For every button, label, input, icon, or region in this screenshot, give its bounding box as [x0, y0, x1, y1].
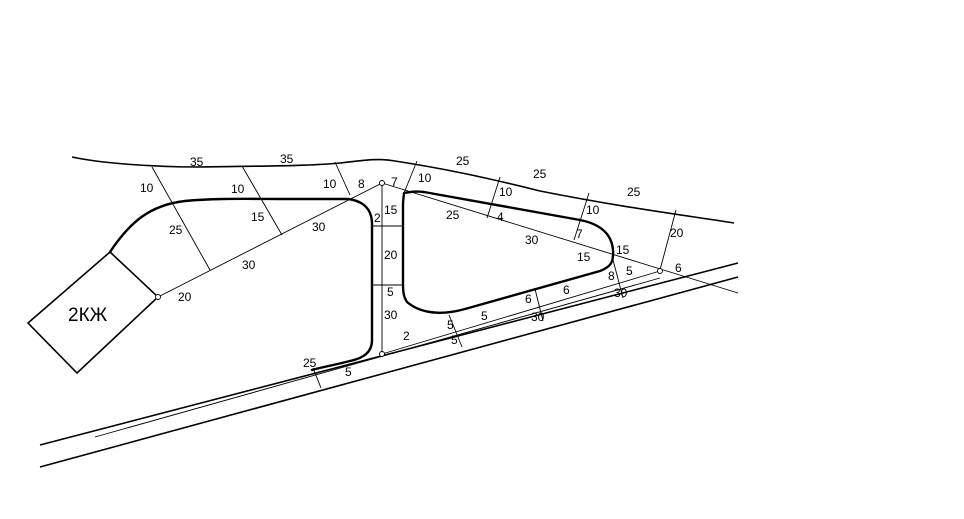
survey-points [155, 180, 663, 357]
dimension-label: 15 [251, 210, 265, 224]
dimension-label: 25 [456, 154, 470, 168]
dimension-label: 5 [481, 309, 488, 323]
dimension-label: 10 [418, 171, 432, 185]
road-centerline [94, 277, 661, 438]
dimension-label: 2 [403, 329, 410, 343]
top-boundary-line [71, 156, 735, 224]
dimension-label: 30 [531, 310, 545, 324]
dimension-label: 25 [303, 356, 317, 370]
dimension-label: 10 [586, 203, 600, 217]
dimension-label: 7 [576, 227, 583, 241]
dimension-label: 7 [391, 175, 398, 189]
survey-point [379, 351, 385, 357]
dimension-label: 30 [614, 286, 628, 300]
survey-point [657, 268, 663, 274]
dimension-label: 15 [577, 250, 591, 264]
dimension-labels: 35 35 25 25 25 10 10 10 8 7 10 10 10 25 … [140, 152, 684, 379]
dimension-label: 5 [387, 285, 394, 299]
dimension-label: 10 [231, 182, 245, 196]
dimension-label: 20 [670, 226, 684, 240]
dimension-label: 8 [358, 177, 365, 191]
road-edge-lower [39, 276, 739, 468]
survey-point [155, 294, 161, 300]
island-outline [401, 190, 615, 314]
dimension-label: 30 [384, 308, 398, 322]
dimension-label: 30 [312, 220, 326, 234]
dimension-label: 5 [447, 318, 454, 332]
dimension-label: 5 [451, 333, 458, 347]
building-2kzh: 2КЖ [26, 250, 160, 375]
dimension-label: 5 [345, 365, 352, 379]
offset-lines [151, 160, 677, 389]
dimension-label: 15 [384, 203, 398, 217]
dimension-label: 10 [499, 185, 513, 199]
dimension-label: 5 [626, 264, 633, 278]
dimension-label: 6 [525, 292, 532, 306]
dimension-label: 25 [627, 185, 641, 199]
dimension-label: 4 [497, 210, 504, 224]
dimension-label: 35 [190, 155, 204, 169]
dimension-label: 30 [242, 258, 256, 272]
dimension-label: 20 [384, 248, 398, 262]
dimension-label: 15 [616, 243, 630, 257]
dimension-label: 8 [608, 269, 615, 283]
survey-point [379, 180, 385, 186]
dimension-label: 2 [374, 211, 381, 225]
axis-lines [157, 182, 739, 355]
dimension-label: 25 [446, 208, 460, 222]
dimension-label: 30 [525, 233, 539, 247]
dimension-label: 25 [169, 223, 183, 237]
dimension-label: 6 [675, 261, 682, 275]
dimension-label: 10 [323, 177, 337, 191]
dimension-label: 35 [280, 152, 294, 166]
dimension-label: 25 [533, 167, 547, 181]
dimension-label: 20 [178, 290, 192, 304]
building-label: 2КЖ [68, 305, 108, 326]
dimension-label: 10 [140, 181, 154, 195]
left-block-outline [108, 197, 374, 372]
dimension-label: 6 [563, 283, 570, 297]
